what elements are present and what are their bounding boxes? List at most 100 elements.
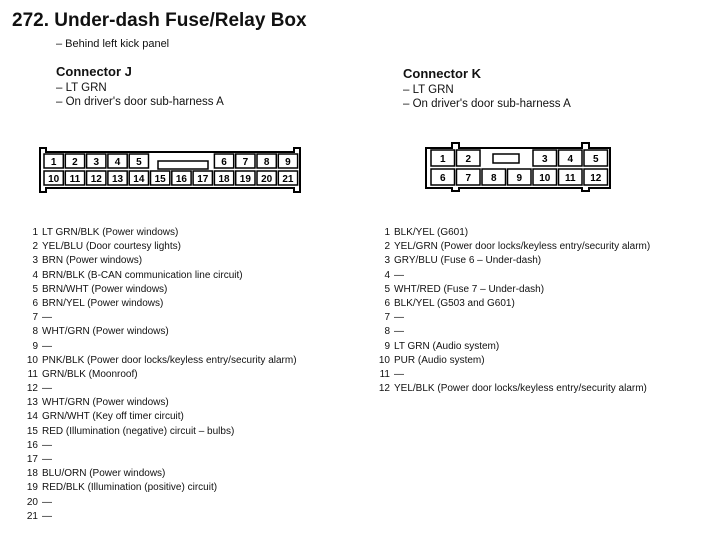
pin-description: — [42,312,52,324]
connector-j-pin-10-cell [43,170,65,186]
connector-k-pin-8-label: 8 [491,173,497,184]
connector-k-pin-4-label: 4 [567,154,573,165]
pin-description: — [394,269,404,281]
pin-number: 19 [26,482,38,494]
connector-j-pin-15-label: 15 [155,174,167,185]
connector-j-pin-3-label: 3 [93,157,99,168]
connector-k-pin-4-cell [557,149,583,167]
connector-k-pin-3-cell [532,149,558,167]
connector-k-pin-10-cell [532,168,558,186]
connector-j-pin-7-label: 7 [243,157,249,168]
pin-description: RED/BLK (Illumination (positive) circuit… [42,482,218,494]
connector-k-pin-11-cell [557,168,583,186]
pin-number: 3 [384,255,390,267]
list-item: 6 BLK/YEL (G503 and G601) [376,297,650,311]
pin-number: 11 [379,368,390,380]
pin-number: 21 [26,510,38,522]
pin-number: 5 [384,283,390,295]
list-item: 12— [24,382,297,396]
pin-description: BRN/BLK (B-CAN communication line circui… [42,269,243,281]
connector-j-pin-10-label: 10 [48,174,60,185]
connector-j-pin-13-label: 13 [112,174,124,185]
connector-k-pin-1-cell [430,149,456,167]
connector-j-pin-15-cell [149,170,171,186]
connector-j-pin-list: 1 LT GRN/BLK (Power windows) 2 YEL/BLU (Doo… [24,226,297,524]
pin-description: PNK/BLK (Power door locks/keyless entry/… [42,354,297,366]
pin-number: 9 [384,340,390,352]
connector-k-pin-7-cell [455,168,481,186]
pin-description: LT GRN (Audio system) [394,340,500,352]
connector-j-pin-20-label: 20 [261,174,273,185]
connector-j-pin-4-label: 4 [115,157,121,168]
list-item: 16— [24,439,297,453]
list-item: 9 LT GRN (Audio system) [376,340,650,354]
connector-j-pin-21-cell [277,170,299,186]
connector-j-pin-5-cell [128,153,150,169]
pin-description: GRY/BLU (Fuse 6 – Under-dash) [394,255,542,267]
pin-description: PUR (Audio system) [394,354,485,366]
connector-j-pin-18-label: 18 [218,174,230,185]
connector-j-pin-12-cell [85,170,107,186]
connector-j-pin-11-label: 11 [70,174,81,185]
pin-number: 2 [32,241,38,253]
pin-description: LT GRN/BLK (Power windows) [42,227,179,238]
pin-description: RED (Illumination (negative) circuit – b… [42,425,235,437]
pin-number: 8 [32,326,38,338]
connector-j-pin-19-label: 19 [240,174,252,185]
pin-number: 3 [32,255,38,267]
pin-number: 1 [32,227,38,238]
connector-k-harness: – On driver's door sub-harness A [403,98,571,110]
list-item: 19 RED/BLK (Illumination (positive) circu… [24,481,297,495]
pin-number: 14 [26,411,38,423]
pin-number: 12 [378,383,390,395]
pin-description: GRN/BLK (Moonroof) [42,368,138,380]
connector-k-heading: Connector K [403,66,481,81]
connector-j-pin-17-cell [192,170,214,186]
list-item: 7— [376,311,650,325]
pin-number: 2 [384,241,390,253]
connector-k-color: – LT GRN [403,84,454,96]
pin-description: BRN/YEL (Power windows) [42,297,164,309]
pin-description: — [42,454,52,465]
pin-number: 12 [26,383,38,395]
pin-description: — [394,368,404,380]
connector-k-pin-2-label: 2 [465,154,471,165]
pin-description: — [42,496,52,508]
pin-number: 15 [26,425,38,437]
connector-j-pin-18-cell [213,170,235,186]
pin-number: 17 [26,454,38,465]
pin-description: YEL/BLK (Power door locks/keyless entry/… [394,383,647,395]
pin-number: 20 [26,496,38,508]
connector-k-pin-10-label: 10 [539,173,551,184]
pin-description: YEL/BLU (Door courtesy lights) [42,241,181,253]
connector-j-pin-16-cell [171,170,192,186]
pin-description: GRN/WHT (Key off timer circuit) [42,411,184,423]
connector-j-pin-9-cell [277,153,299,169]
pin-description: BLK/YEL (G503 and G601) [394,297,515,309]
pin-number: 10 [26,354,38,366]
connector-j-pin-7-cell [234,153,256,169]
list-item: 21— [24,510,297,524]
connector-k-pin-3-label: 3 [542,154,548,165]
connector-k-key [492,153,520,164]
connector-k-pin-5-cell [583,149,609,167]
connector-j-pin-16-label: 16 [176,174,188,185]
connector-j-pin-11-cell [64,170,86,186]
list-item: 12 YEL/BLK (Power door locks/keyless entr… [376,382,650,396]
pin-number: 6 [384,297,390,309]
list-item: 15 RED (Illumination (negative) circuit –… [24,425,297,439]
connector-j-pin-13-cell [107,170,128,186]
pin-number: 1 [384,227,390,238]
connector-k-pin-9-cell [506,168,532,186]
connector-j-heading: Connector J [56,64,132,79]
location-note: – Behind left kick panel [56,38,170,50]
connector-j-pin-19-cell [234,170,256,186]
pin-number: 16 [26,439,38,451]
